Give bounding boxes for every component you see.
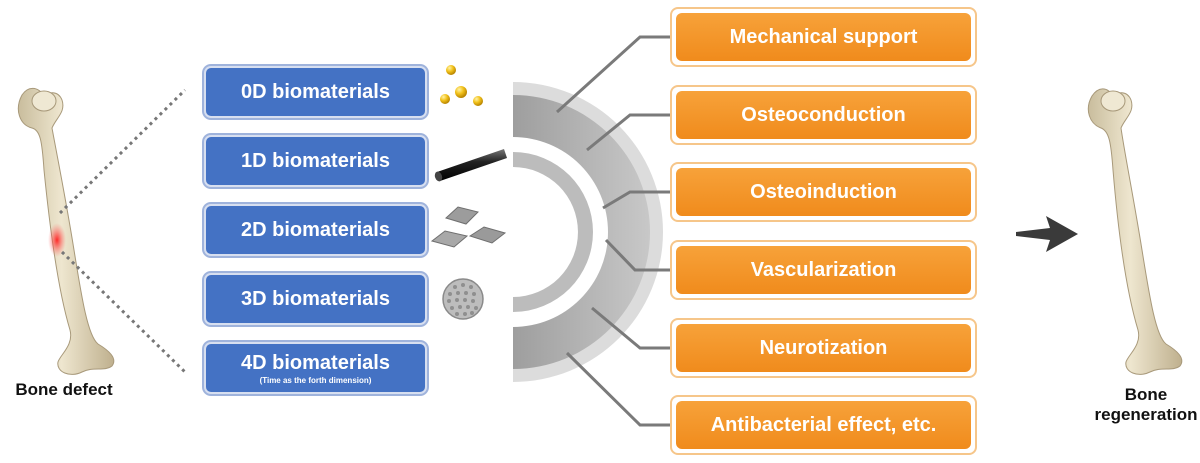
- biomaterial-0d-label: 0D biomaterials: [241, 80, 390, 103]
- biomaterial-arc: [513, 82, 663, 382]
- biomaterial-0d-box: 0D biomaterials: [204, 66, 427, 118]
- biomaterial-3d-label: 3D biomaterials: [241, 287, 390, 310]
- property-box: Osteoinduction: [670, 162, 977, 222]
- biomaterial-4d-box: 4D biomaterials (Time as the forth dimen…: [204, 342, 427, 394]
- biomaterial-2d-label: 2D biomaterials: [241, 218, 390, 241]
- bone-regeneration-illustration: [1087, 88, 1183, 375]
- bone-regeneration-caption: Bone regeneration: [1092, 385, 1200, 425]
- bone-defect-caption: Bone defect: [15, 380, 113, 399]
- property-label: Vascularization: [676, 246, 971, 294]
- biomaterial-3d-box: 3D biomaterials: [204, 273, 427, 325]
- arrow-right-icon: [1016, 216, 1078, 252]
- bone-regeneration-caption-line2: regeneration: [1094, 405, 1198, 424]
- property-box: Antibacterial effect, etc.: [670, 395, 977, 455]
- biomaterial-4d-sublabel: (Time as the forth dimension): [259, 375, 372, 385]
- property-label: Antibacterial effect, etc.: [676, 401, 971, 449]
- nanoparticle-icon: [440, 65, 483, 106]
- nanosheet-icon: [430, 206, 507, 248]
- scaffold-icon: [442, 278, 484, 320]
- nanorod-icon: [434, 149, 507, 182]
- defect-site: [48, 223, 66, 257]
- property-box: Vascularization: [670, 240, 977, 300]
- property-box: Neurotization: [670, 318, 977, 378]
- property-label: Osteoinduction: [676, 168, 971, 216]
- property-box: Mechanical support: [670, 7, 977, 67]
- biomaterial-1d-box: 1D biomaterials: [204, 135, 427, 187]
- zoom-line-top: [58, 88, 187, 215]
- property-box: Osteoconduction: [670, 85, 977, 145]
- biomaterial-1d-label: 1D biomaterials: [241, 149, 390, 172]
- property-label: Mechanical support: [676, 13, 971, 61]
- zoom-line-bottom: [60, 250, 187, 374]
- biomaterial-2d-box: 2D biomaterials: [204, 204, 427, 256]
- bone-regeneration-caption-line1: Bone: [1124, 385, 1168, 404]
- property-label: Osteoconduction: [676, 91, 971, 139]
- property-label: Neurotization: [676, 324, 971, 372]
- bone-defect-illustration: [17, 87, 115, 375]
- connector-lines: [555, 35, 683, 427]
- biomaterial-4d-label: 4D biomaterials: [241, 351, 390, 374]
